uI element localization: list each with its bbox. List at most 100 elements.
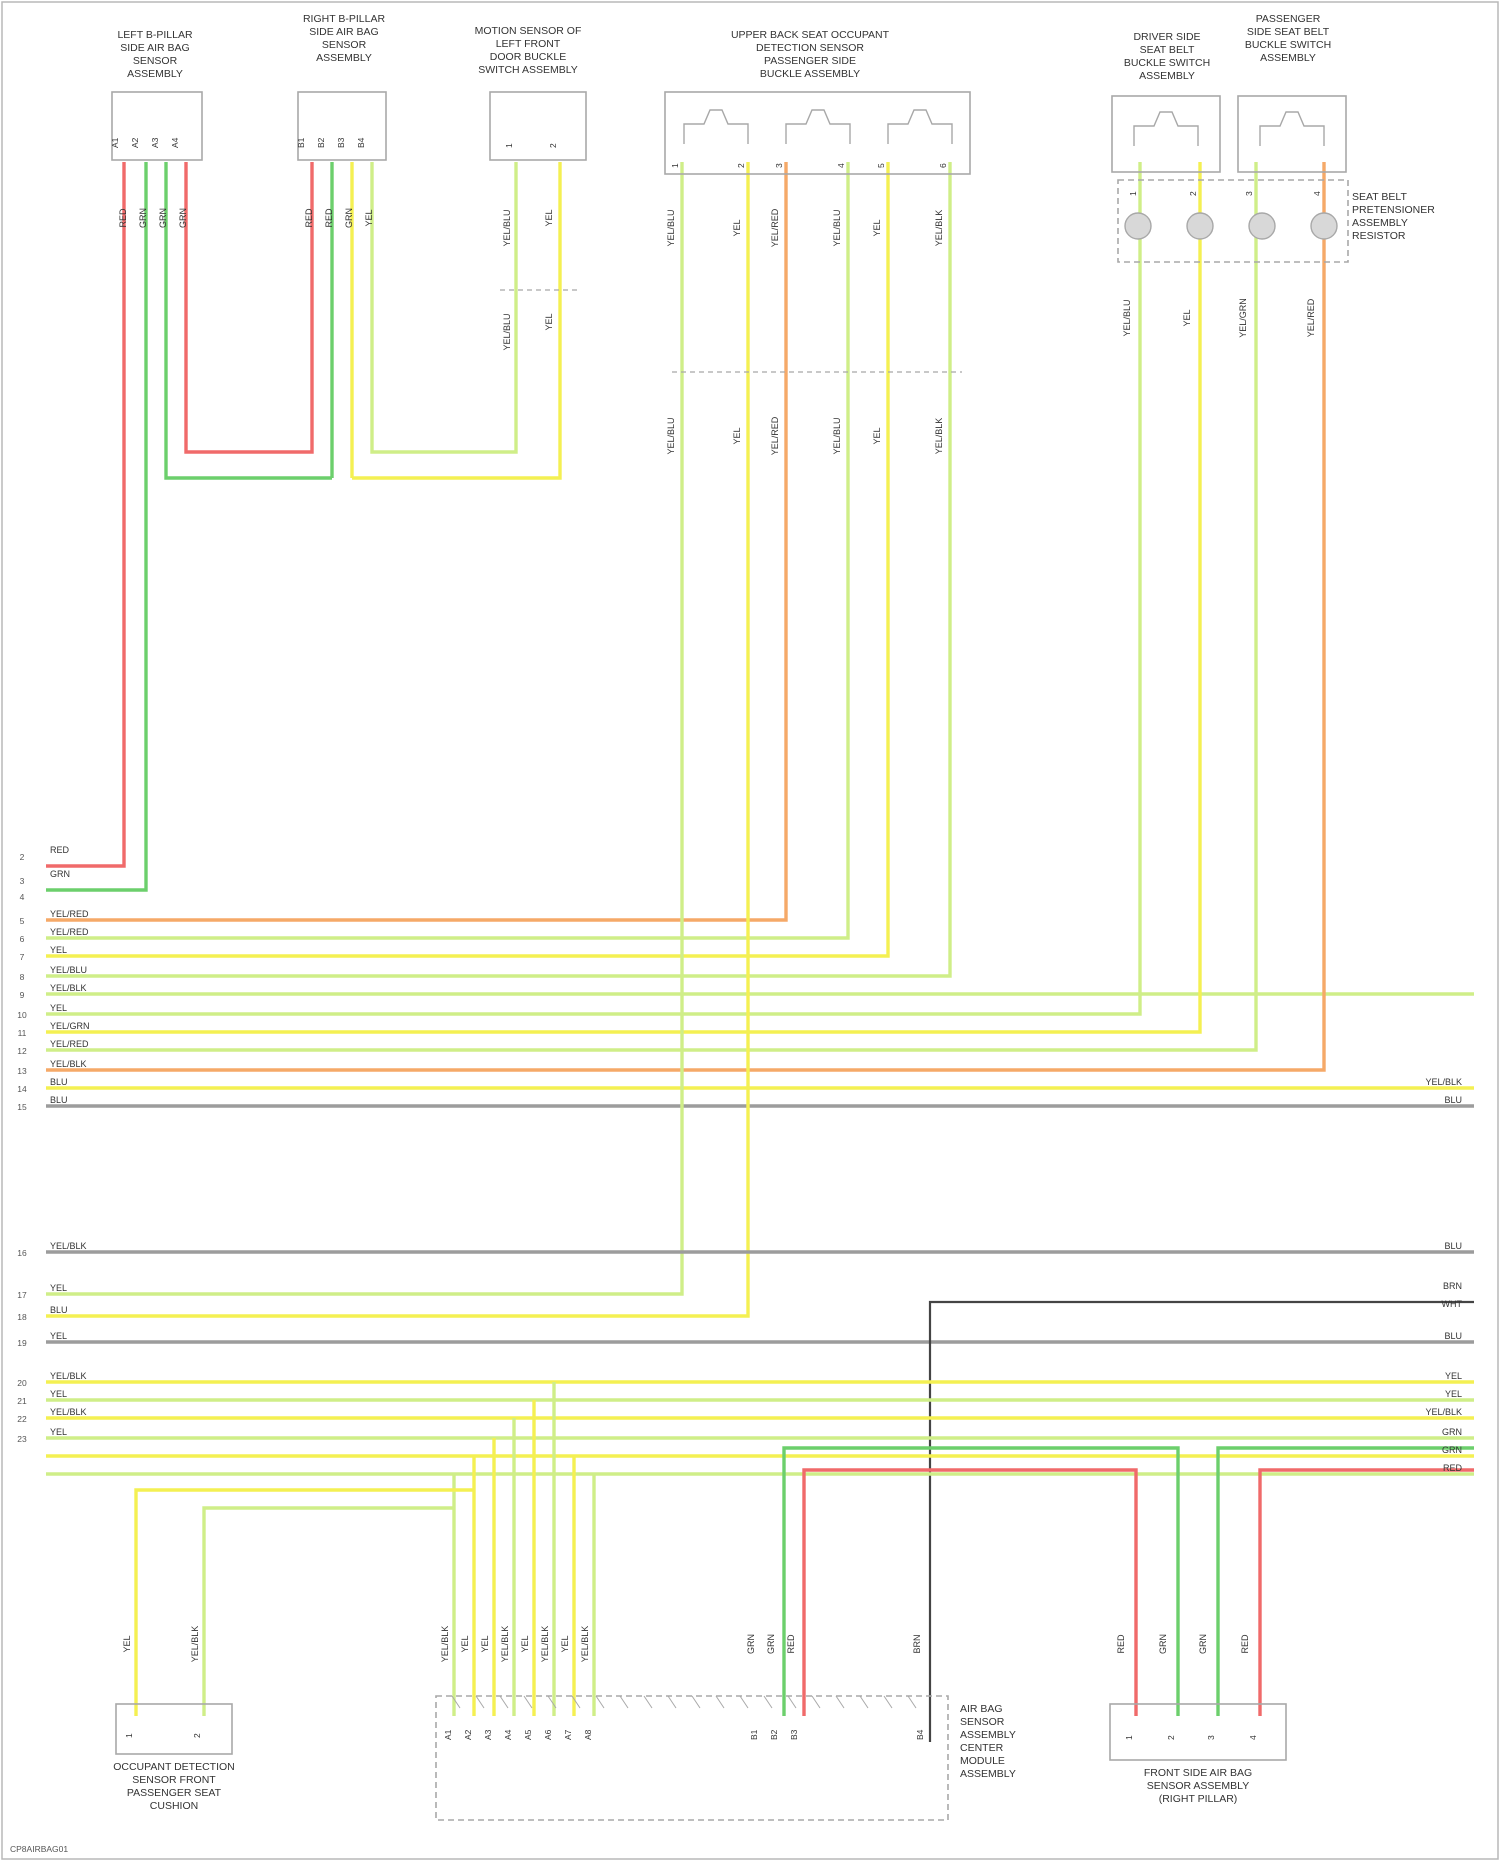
wire-c9-red: [1260, 1470, 1474, 1716]
pin-c56: 4: [1312, 191, 1322, 196]
bus-label-left: YEL/BLK: [50, 1371, 87, 1381]
bus-number-left: 6: [20, 934, 25, 944]
wire-tag-c56: YEL/RED: [1306, 298, 1316, 337]
pin-c1: A3: [150, 137, 160, 148]
bus-number-left: 5: [20, 916, 25, 926]
wire-c8-c9-grn: [784, 1448, 1178, 1716]
bus-label-right: GRN: [1442, 1445, 1462, 1455]
bus-label-left: BLU: [50, 1077, 68, 1087]
bus-label-left: YEL/BLK: [50, 1241, 87, 1251]
wire-c7-yelblk: [204, 1508, 454, 1716]
pin-c8: B4: [915, 1729, 925, 1740]
wire-tag-c8: YEL: [560, 1635, 570, 1652]
component-label-c7: PASSENGER SEAT: [127, 1787, 222, 1799]
wire-tag-c56: YEL: [1182, 309, 1192, 326]
connector-c8-tick: [596, 1696, 604, 1708]
connector-c8-tick: [620, 1696, 628, 1708]
wire-tag-c4: YEL/BLU: [666, 209, 676, 246]
wire-tag-c9: RED: [1240, 1634, 1250, 1654]
connector-c8-tick: [716, 1696, 724, 1708]
wire-c8-c9-red: [804, 1470, 1136, 1716]
wire-tag-c3: YEL: [544, 313, 554, 330]
wire-c1-red-link: [186, 162, 312, 452]
component-label-c9: (RIGHT PILLAR): [1159, 1793, 1238, 1805]
bus-label-left: YEL/BLU: [50, 965, 87, 975]
wire-tag-c7: YEL: [122, 1635, 132, 1652]
wire-tag-c8: YEL/BLK: [440, 1626, 450, 1663]
component-label-c3: SWITCH ASSEMBLY: [478, 64, 578, 76]
component-label-c3: LEFT FRONT: [496, 38, 561, 50]
component-label-c8: AIR BAG: [960, 1703, 1003, 1715]
wire-bus-upper-7: [46, 162, 1200, 1032]
component-label-c5: ASSEMBLY: [1139, 70, 1195, 82]
connector-c7: [116, 1704, 232, 1754]
wire-tag-c8: YEL: [480, 1635, 490, 1652]
wire-c2-yel-link: [352, 162, 560, 478]
pretensioner-label: PRETENSIONER: [1352, 204, 1435, 216]
bus-label-right: BRN: [1443, 1281, 1462, 1291]
pretensioner-resistor-1: [1125, 213, 1151, 239]
wires-layer: [46, 162, 1474, 1742]
bus-number-left: 22: [17, 1414, 27, 1424]
buckle-c6: [1260, 112, 1324, 146]
buckle-c4-a: [684, 110, 748, 144]
wire-bus-upper-6: [46, 162, 1140, 1014]
bus-label-right: BLU: [1444, 1331, 1462, 1341]
pin-c7: 2: [192, 1733, 202, 1738]
connector-c8-tick: [740, 1696, 748, 1708]
wire-tag-c4: YEL/BLK: [934, 418, 944, 455]
wire-tag-c1: GRN: [158, 208, 168, 228]
wire-tag-c4: YEL/BLK: [934, 210, 944, 247]
wire-tag-c2: YEL: [364, 209, 374, 226]
wire-tag-c8-right: GRN: [746, 1634, 756, 1654]
wire-c2-yelgrn: [372, 162, 516, 452]
connector-c5: [1112, 96, 1220, 172]
wire-bus-upper-3: [46, 162, 888, 956]
component-label-c2: RIGHT B-PILLAR: [303, 13, 385, 25]
component-label-c9: SENSOR ASSEMBLY: [1147, 1780, 1250, 1792]
pin-c4: 1: [670, 163, 680, 168]
component-label-c2: SIDE AIR BAG: [309, 26, 378, 38]
connector-c8-tick: [908, 1696, 916, 1708]
component-label-c5: SEAT BELT: [1140, 44, 1195, 56]
bus-label-right: BLU: [1444, 1241, 1462, 1251]
component-label-c4: PASSENGER SIDE: [764, 55, 856, 67]
connector-c8-tick: [476, 1696, 484, 1708]
component-label-c4: DETECTION SENSOR: [756, 42, 864, 54]
wire-c9-grn: [1218, 1448, 1474, 1716]
component-label-c7: SENSOR FRONT: [132, 1774, 216, 1786]
pin-c2: B4: [356, 137, 366, 148]
buckle-c4-b: [786, 110, 850, 144]
wire-tag-c8: YEL: [460, 1635, 470, 1652]
component-label-c8: ASSEMBLY: [960, 1768, 1016, 1780]
connector-c4: [665, 92, 970, 174]
bus-number-left: 4: [20, 892, 25, 902]
wire-bus-mid-brn: [930, 1302, 1474, 1742]
connector-c8-tick: [668, 1696, 676, 1708]
bus-number-left: 19: [17, 1338, 27, 1348]
pin-c4: 2: [736, 163, 746, 168]
wire-bus-upper-1: [46, 162, 786, 920]
wire-tag-c8: YEL/BLK: [540, 1626, 550, 1663]
bus-number-left: 14: [17, 1084, 27, 1094]
component-label-c9: FRONT SIDE AIR BAG: [1144, 1767, 1252, 1779]
component-label-c1: LEFT B-PILLAR: [117, 29, 193, 41]
wire-c7-yel: [136, 1490, 474, 1716]
pin-c4: 6: [938, 163, 948, 168]
wire-tag-c1: RED: [118, 208, 128, 228]
bus-label-left: YEL: [50, 945, 67, 955]
bus-number-left: 13: [17, 1066, 27, 1076]
pin-c8: B3: [789, 1729, 799, 1740]
component-label-c8: CENTER: [960, 1742, 1004, 1754]
pin-c9: 4: [1248, 1735, 1258, 1740]
wire-tag-c4: YEL: [872, 219, 882, 236]
component-label-c6: PASSENGER: [1256, 13, 1321, 25]
wire-tag-c8-right: RED: [786, 1634, 796, 1654]
bus-number-left: 8: [20, 972, 25, 982]
wire-c1-red: [46, 162, 124, 866]
pin-c8: A5: [523, 1729, 533, 1740]
wire-tag-c8-right: BRN: [912, 1634, 922, 1653]
pin-c8: B1: [749, 1729, 759, 1740]
pin-c9: 1: [1124, 1735, 1134, 1740]
